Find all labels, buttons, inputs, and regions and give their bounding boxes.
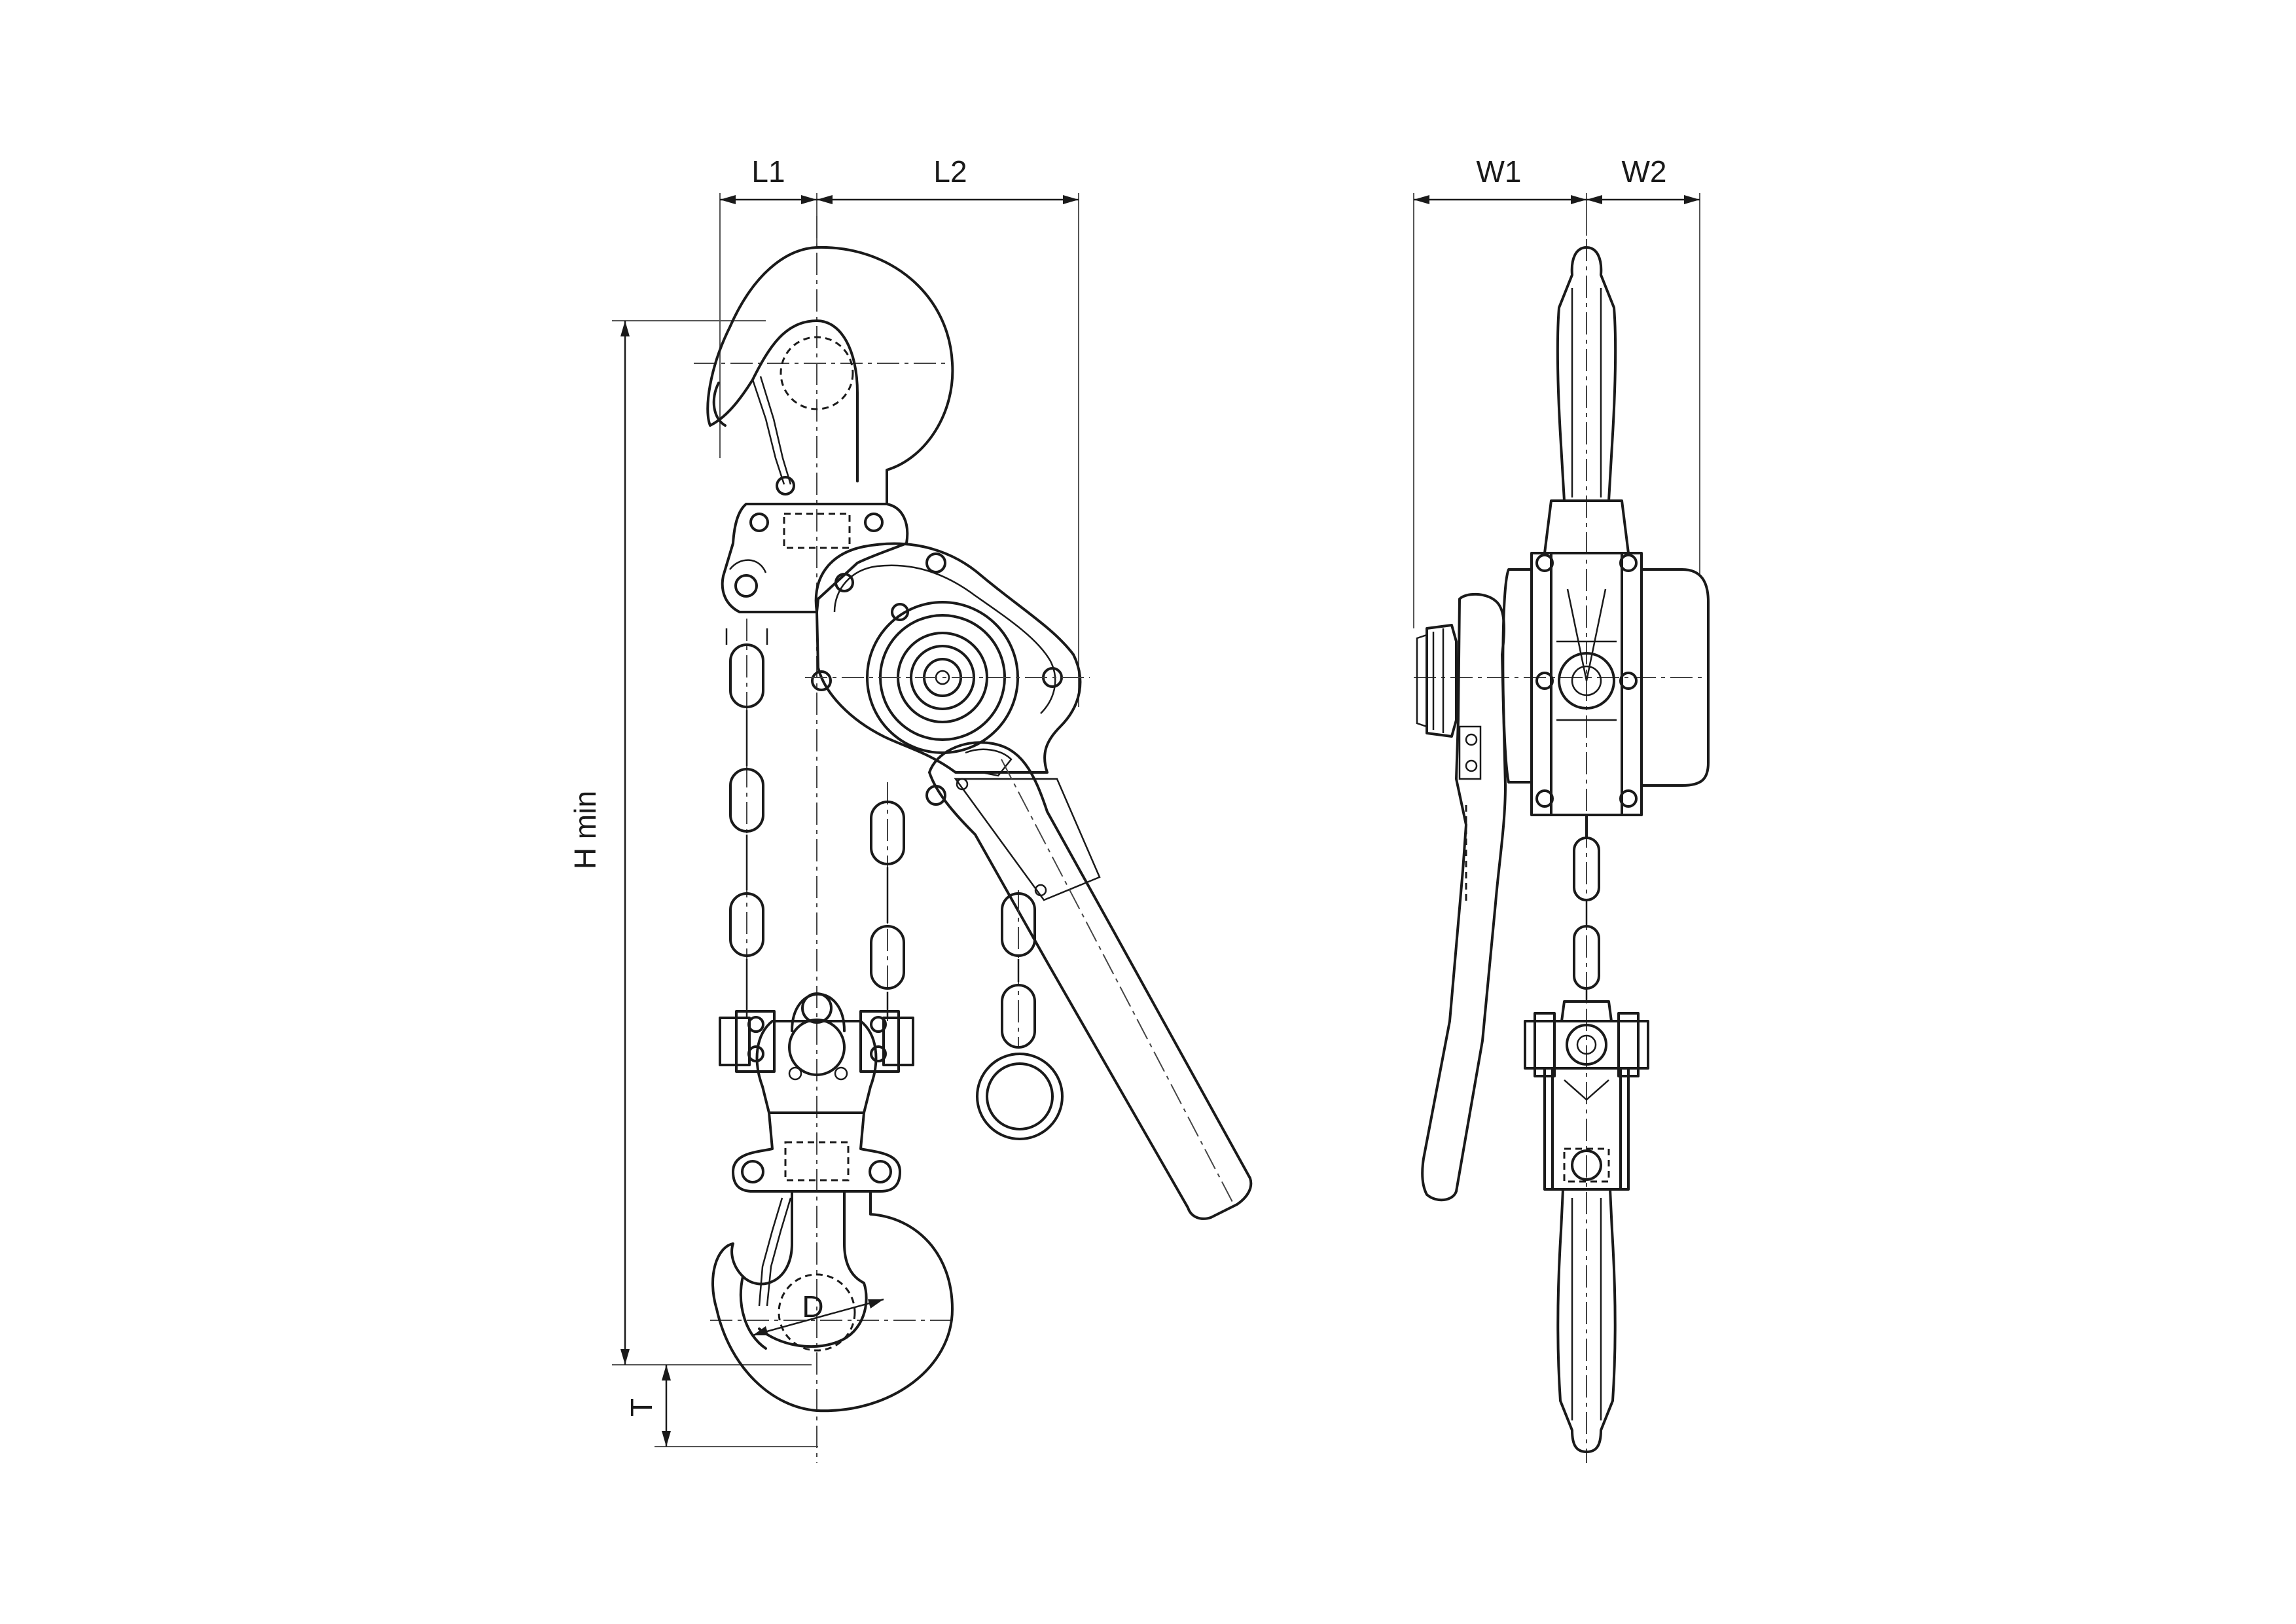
slack-chain — [976, 890, 1064, 1140]
dimension-l2: L2 — [817, 154, 1079, 707]
load-chain-left — [725, 619, 768, 1021]
dimension-h-min: H min — [568, 320, 812, 1365]
bottom-block-side — [1524, 1000, 1649, 1191]
lever-side — [1416, 592, 1507, 1202]
bottom-hook-side — [1556, 1188, 1617, 1453]
dimension-w2: W2 — [1587, 154, 1700, 576]
front-view: D — [694, 216, 1253, 1463]
dimension-label-l1: L1 — [751, 154, 785, 189]
top-suspension-block — [721, 503, 909, 613]
dimension-l1: L1 — [719, 154, 817, 458]
dimension-label-d: D — [802, 1290, 823, 1324]
gear-housing — [805, 542, 1090, 806]
dimension-t: T — [624, 1365, 818, 1447]
side-view — [1414, 239, 1710, 1463]
dimension-label-t: T — [624, 1398, 658, 1416]
dimension-label-w2: W2 — [1622, 154, 1667, 189]
dimension-label-w1: W1 — [1477, 154, 1522, 189]
chain-end-ring — [976, 1053, 1064, 1140]
dimension-label-h-min: H min — [568, 791, 602, 869]
housing-bolt — [811, 670, 832, 691]
bottom-hook: D — [711, 1190, 954, 1413]
dimension-label-l2: L2 — [933, 154, 967, 189]
bottom-block — [719, 992, 914, 1193]
dimension-d — [752, 1298, 884, 1337]
dimension-w1: W1 — [1413, 154, 1587, 628]
housing-side — [1501, 499, 1710, 816]
lever-handle — [928, 741, 1253, 1220]
top-hook — [706, 245, 954, 505]
load-chain-middle — [870, 782, 905, 1021]
load-chain-side — [1573, 814, 1600, 1001]
top-hook-latch-pivot — [776, 476, 795, 496]
